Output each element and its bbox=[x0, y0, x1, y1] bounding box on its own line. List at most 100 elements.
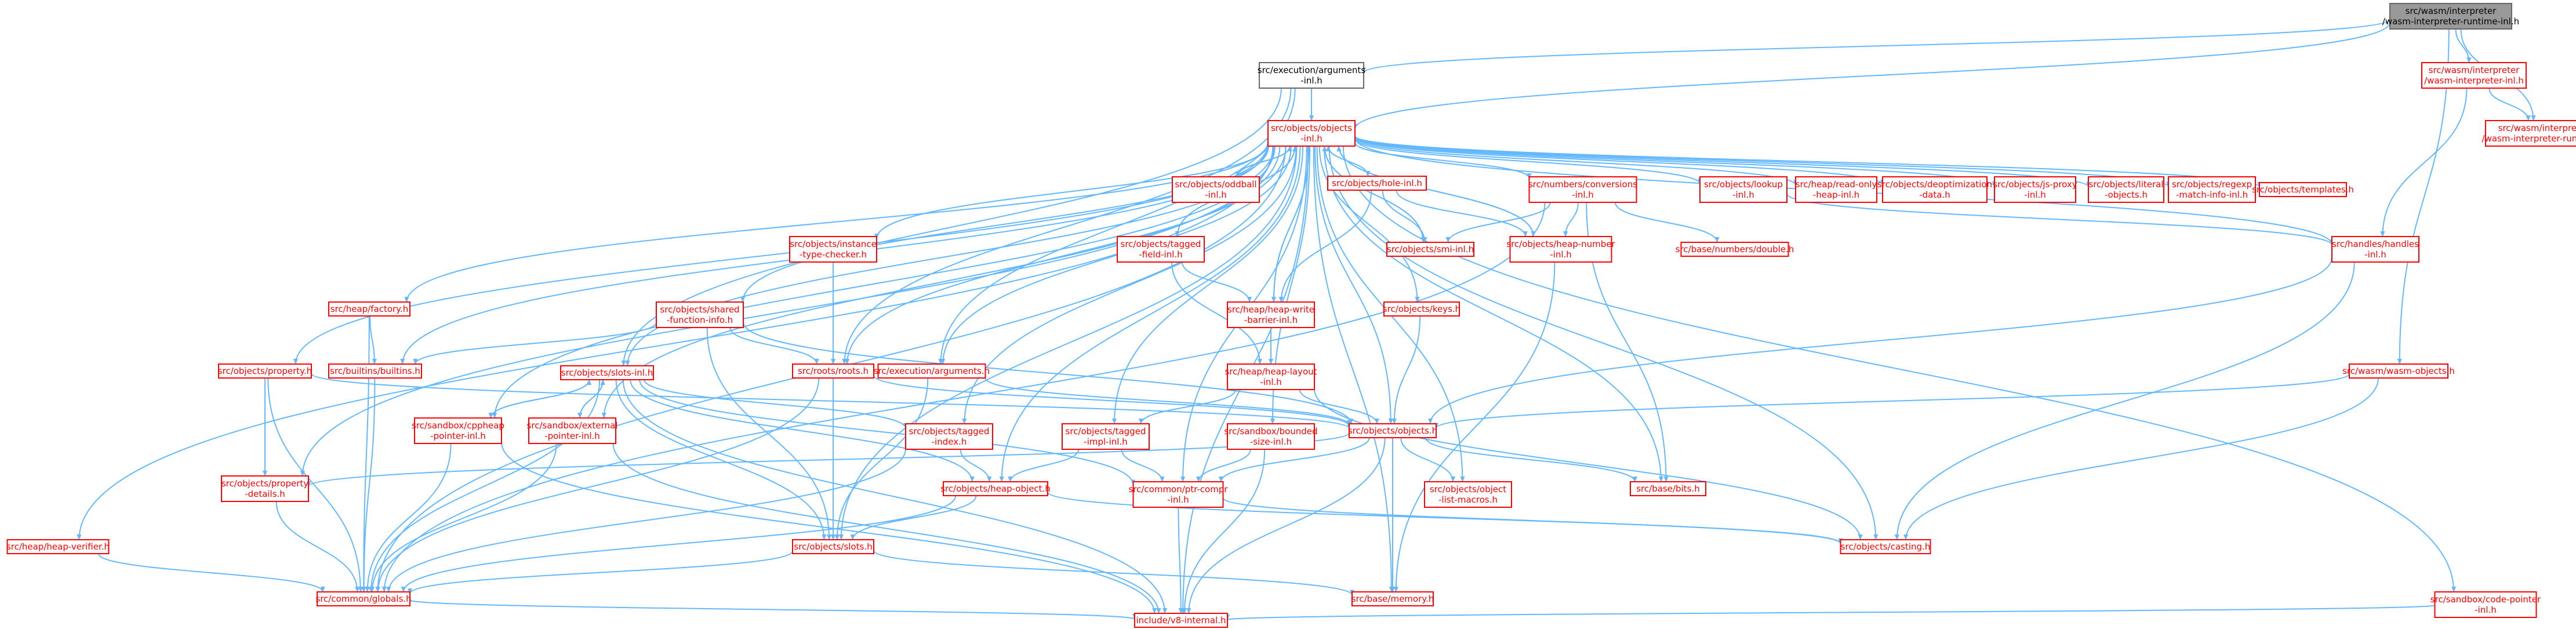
node-label: /wasm-interpreter-inl.h bbox=[2424, 75, 2524, 86]
node-label: src/objects/heap-number bbox=[1506, 239, 1615, 249]
node-label: src/roots/roots.h bbox=[798, 366, 869, 376]
node-label: -inl.h bbox=[1300, 133, 1322, 144]
node-exec_args_inl[interactable]: src/execution/arguments-inl.h bbox=[1258, 62, 1365, 89]
edge-objects_inl-to-lookup_inl bbox=[1354, 139, 1702, 185]
node-label: src/heap/factory.h bbox=[330, 304, 408, 314]
node-smi_inl[interactable]: src/objects/smi-inl.h bbox=[1386, 242, 1474, 257]
node-label: -inl.h bbox=[1300, 75, 1322, 86]
node-heap_factory[interactable]: src/heap/factory.h bbox=[328, 301, 410, 317]
node-js_proxy_inl[interactable]: src/objects/js-proxy-inl.h bbox=[1993, 176, 2077, 203]
edge-objects_inl-to-deopt_data bbox=[1354, 137, 1885, 186]
node-label: -details.h bbox=[245, 489, 285, 499]
node-label: src/base/memory.h bbox=[1351, 594, 1434, 604]
edge-objects_property-to-globals bbox=[267, 377, 363, 592]
node-label: -impl-inl.h bbox=[1084, 437, 1127, 447]
node-wasm_interp_rt[interactable]: src/wasm/interpreter/wasm-interpreter-ru… bbox=[2482, 120, 2576, 147]
node-label: src/objects/heap-object.h bbox=[940, 483, 1051, 494]
node-label: src/wasm/wasm-objects.h bbox=[2342, 366, 2455, 376]
node-tagged_field_inl[interactable]: src/objects/tagged-field-inl.h bbox=[1117, 236, 1205, 263]
node-heap_layout_inl[interactable]: src/heap/heap-layout-inl.h bbox=[1225, 363, 1317, 390]
node-label: src/objects/tagged bbox=[1121, 239, 1201, 249]
node-regexp_match[interactable]: src/objects/regexp-match-info-inl.h bbox=[2168, 176, 2256, 203]
edge-objects_inl-to-num_conv_inl bbox=[1354, 142, 1532, 179]
node-external_pointer[interactable]: src/sandbox/external-pointer-inl.h bbox=[527, 417, 618, 444]
node-globals[interactable]: src/common/globals.h bbox=[315, 591, 412, 606]
node-heap_verifier[interactable]: src/heap/heap-verifier.h bbox=[6, 539, 110, 554]
node-box bbox=[792, 539, 874, 554]
node-slots_inl[interactable]: src/objects/slots-inl.h bbox=[560, 365, 654, 380]
node-layer: src/wasm/interpreter/wasm-interpreter-ru… bbox=[6, 3, 2576, 628]
node-ptr_compr_inl[interactable]: src/common/ptr-compr-inl.h bbox=[1128, 481, 1228, 508]
node-exec_args[interactable]: src/execution/arguments.h bbox=[874, 363, 990, 379]
node-cppheap_pointer[interactable]: src/sandbox/cppheap-pointer-inl.h bbox=[412, 417, 504, 444]
node-box bbox=[1227, 423, 1315, 450]
node-label: -pointer-inl.h bbox=[544, 431, 600, 441]
edge-tagged_field_inl-to-heap_layout_inl bbox=[1171, 261, 1262, 365]
edge-cppheap_pointer-to-v8_internal bbox=[501, 442, 1157, 614]
node-deopt_data[interactable]: src/objects/deoptimization-data.h bbox=[1877, 176, 1992, 203]
node-base_bits[interactable]: src/base/bits.h bbox=[1630, 481, 1706, 496]
node-wasm_objects[interactable]: src/wasm/wasm-objects.h bbox=[2342, 363, 2455, 379]
edge-ptr_compr_inl-to-casting bbox=[1222, 497, 1843, 544]
node-read_only_heap_inl[interactable]: src/heap/read-only-heap-inl.h bbox=[1795, 176, 1877, 203]
node-casting[interactable]: src/objects/casting.h bbox=[1840, 539, 1931, 554]
node-label: -barrier-inl.h bbox=[1244, 315, 1298, 325]
node-roots[interactable]: src/roots/roots.h bbox=[792, 363, 874, 379]
node-literal_objects[interactable]: src/objects/literal-objects.h bbox=[2088, 176, 2164, 203]
node-objects_property[interactable]: src/objects/property.h bbox=[218, 363, 312, 379]
node-label: src/sandbox/bounded bbox=[1224, 426, 1317, 437]
node-label: /wasm-interpreter-runtime.h bbox=[2482, 133, 2576, 144]
edge-objects_inl-to-base_memory bbox=[1313, 146, 1394, 592]
node-double[interactable]: src/base/numbers/double.h bbox=[1676, 242, 1794, 257]
node-hole_inl[interactable]: src/objects/hole-inl.h bbox=[1327, 176, 1427, 191]
node-oddball_inl[interactable]: src/objects/oddball-inl.h bbox=[1172, 176, 1260, 203]
edge-wasm_objects-to-objects_h bbox=[1434, 373, 2350, 429]
node-lookup_inl[interactable]: src/objects/lookup-inl.h bbox=[1699, 176, 1787, 203]
node-label: src/objects/slots.h bbox=[794, 541, 872, 552]
node-templates[interactable]: src/objects/templates.h bbox=[2252, 182, 2354, 197]
edge-tagged_field_inl-to-heap_write_barrier bbox=[1181, 261, 1252, 303]
edge-wasm_objects-to-casting bbox=[1903, 377, 2379, 540]
node-label: src/objects/templates.h bbox=[2252, 184, 2354, 195]
edge-tagged_impl_inl-to-ptr_compr_inl bbox=[1121, 449, 1165, 482]
node-wasm_interp_inl[interactable]: src/wasm/interpreter/wasm-interpreter-in… bbox=[2421, 62, 2527, 89]
node-v8_internal[interactable]: include/v8-internal.h bbox=[1134, 613, 1228, 628]
node-heap_object[interactable]: src/objects/heap-object.h bbox=[940, 481, 1051, 496]
node-object_list_macros[interactable]: src/objects/object-list-macros.h bbox=[1424, 481, 1512, 508]
node-builtins[interactable]: src/builtins/builtins.h bbox=[328, 363, 422, 379]
node-handles_inl[interactable]: src/handles/handles-inl.h bbox=[2331, 236, 2419, 263]
node-box bbox=[1630, 481, 1706, 496]
node-base_memory[interactable]: src/base/memory.h bbox=[1351, 591, 1434, 606]
node-box bbox=[1132, 481, 1224, 508]
node-label: src/objects/slots-inl.h bbox=[561, 368, 653, 378]
edge-tagged_index-to-heap_object bbox=[960, 449, 992, 482]
node-box bbox=[1840, 539, 1931, 554]
node-objects_h[interactable]: src/objects/objects.h bbox=[1348, 423, 1437, 438]
node-box bbox=[2168, 176, 2256, 203]
node-heap_number_inl[interactable]: src/objects/heap-number-inl.h bbox=[1506, 236, 1616, 263]
node-heap_write_barrier[interactable]: src/heap/heap-write-barrier-inl.h bbox=[1227, 301, 1315, 328]
node-code_pointer_inl[interactable]: src/sandbox/code-pointer-inl.h bbox=[2430, 591, 2541, 618]
node-keys[interactable]: src/objects/keys.h bbox=[1383, 301, 1460, 317]
node-label: -inl.h bbox=[1732, 190, 1754, 200]
node-property_details[interactable]: src/objects/property-details.h bbox=[221, 475, 309, 502]
node-label: src/base/numbers/double.h bbox=[1676, 244, 1794, 254]
node-shared_function_info[interactable]: src/objects/shared-function-info.h bbox=[656, 301, 744, 328]
node-label: src/objects/shared bbox=[660, 304, 739, 315]
node-tagged_index[interactable]: src/objects/tagged-index.h bbox=[905, 423, 993, 450]
node-bounded_size_inl[interactable]: src/sandbox/bounded-size-inl.h bbox=[1224, 423, 1318, 450]
node-slots_h[interactable]: src/objects/slots.h bbox=[792, 539, 874, 554]
edge-exec_args-to-objects_h bbox=[984, 377, 1351, 426]
edge-objects_inl-to-roots bbox=[845, 146, 1287, 365]
node-tagged_impl_inl[interactable]: src/objects/tagged-impl-inl.h bbox=[1062, 423, 1150, 450]
node-objects_inl[interactable]: src/objects/objects-inl.h bbox=[1267, 120, 1356, 147]
node-box bbox=[905, 423, 993, 450]
edge-heap_verifier-to-globals bbox=[98, 553, 325, 592]
node-num_conv_inl[interactable]: src/numbers/conversions-inl.h bbox=[1528, 176, 1637, 203]
node-box bbox=[1383, 301, 1460, 317]
node-root[interactable]: src/wasm/interpreter/wasm-interpreter-ru… bbox=[2382, 3, 2519, 30]
edge-tagged_index-to-globals bbox=[386, 448, 906, 592]
edge-cppheap_pointer-to-globals bbox=[365, 443, 452, 592]
node-label: -data.h bbox=[1919, 190, 1950, 200]
node-instance_type_checker[interactable]: src/objects/instance-type-checker.h bbox=[789, 236, 877, 263]
